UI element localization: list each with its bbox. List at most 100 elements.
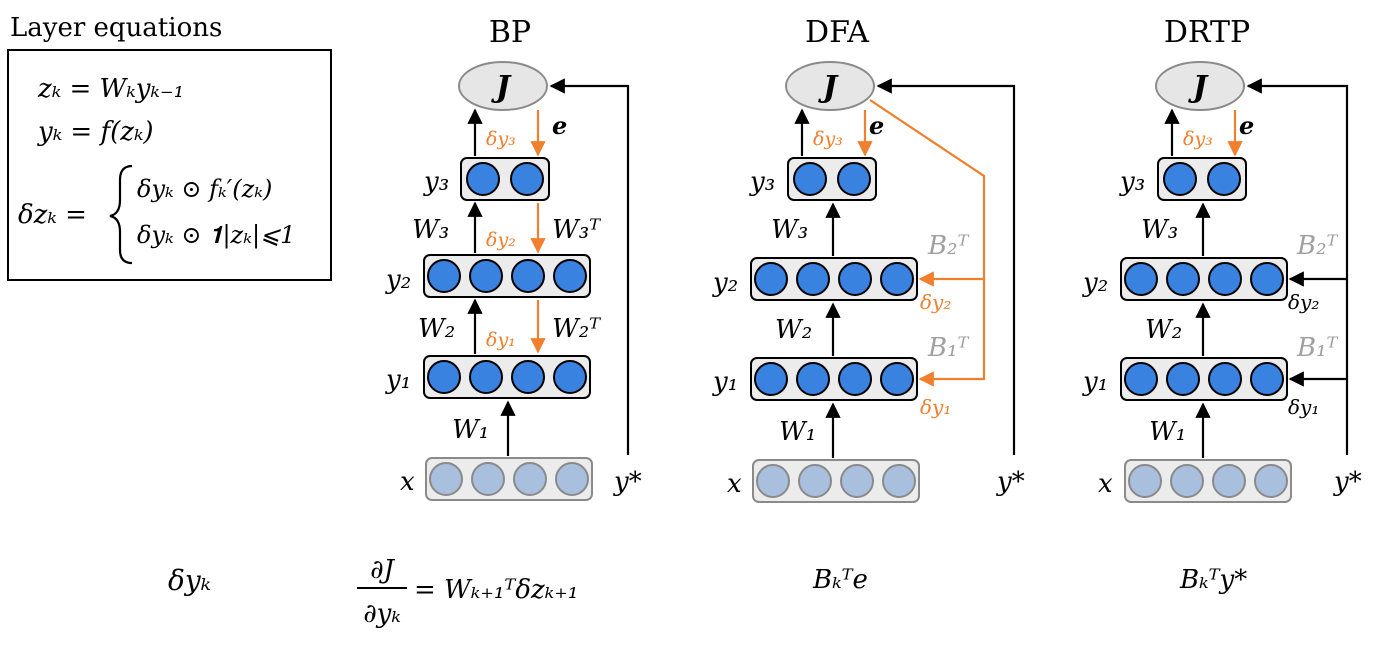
neuron <box>553 360 587 394</box>
dfa-loss-node <box>785 61 875 111</box>
dfa-feedback-path <box>869 99 986 387</box>
bp-label-W3: W₃ <box>412 215 449 245</box>
neuron <box>754 362 788 396</box>
drtp-label-dy3: δy₃ <box>1183 128 1213 150</box>
dfa-label-y1: y₁ <box>712 367 738 397</box>
drtp-layer-y1 <box>1120 357 1288 401</box>
neuron <box>838 362 872 396</box>
bp-label-y2: y₂ <box>385 265 411 295</box>
bp-label-W2: W₂ <box>418 314 455 344</box>
neuron <box>796 362 830 396</box>
dfa-label-B2T: B₂ᵀ <box>927 231 970 261</box>
drtp-title: DRTP <box>1164 15 1250 50</box>
dfa-label-e: e <box>869 111 884 140</box>
drtp-label-W2: W₂ <box>1145 315 1182 345</box>
bp-label-y1: y₁ <box>385 365 411 395</box>
neuron <box>511 360 545 394</box>
input-neuron <box>756 464 790 498</box>
neuron <box>1208 362 1242 396</box>
neuron <box>1250 262 1284 296</box>
legend-eq-dz-case1: δyₖ ⊙ fₖ′(zₖ) <box>137 175 272 203</box>
input-neuron <box>471 462 505 496</box>
bp-layer-y1 <box>423 355 591 399</box>
bp-target-path <box>549 78 630 455</box>
neuron <box>1166 362 1200 396</box>
bp-label-dy3: δy₃ <box>486 128 516 150</box>
dfa-label-ystar: y* <box>996 467 1025 497</box>
dfa-label-x: x <box>727 469 742 499</box>
drtp-layer-x <box>1124 459 1292 503</box>
neuron <box>1208 262 1242 296</box>
input-neuron <box>1128 464 1162 498</box>
input-neuron <box>429 462 463 496</box>
dfa-label-W3: W₃ <box>771 215 808 245</box>
neuron <box>1250 362 1284 396</box>
neuron <box>511 259 545 293</box>
drtp-label-e: e <box>1239 111 1254 140</box>
input-neuron <box>1170 464 1204 498</box>
drtp-loss-label: J <box>1188 70 1209 105</box>
neuron <box>837 162 871 196</box>
dfa-loss-label: J <box>818 70 839 105</box>
neuron <box>838 262 872 296</box>
neuron <box>553 259 587 293</box>
drtp-target-path <box>1246 78 1349 455</box>
neuron <box>793 162 827 196</box>
dfa-label-dy1: δy₁ <box>920 395 951 419</box>
drtp-label-W3: W₃ <box>1141 215 1178 245</box>
input-neuron <box>798 464 832 498</box>
dfa-label-y3: y₃ <box>749 167 775 197</box>
bp-label-W3T: W₃ᵀ <box>552 215 601 245</box>
drtp-label-dy2: δy₂ <box>1288 290 1319 314</box>
bp-loss-node <box>458 61 548 111</box>
row-label-dyk: δyₖ <box>168 564 211 597</box>
drtp-label-dy1: δy₁ <box>1288 395 1319 419</box>
neuron <box>427 360 461 394</box>
legend-box <box>7 49 332 281</box>
bp-title: BP <box>489 15 531 50</box>
bp-layer-y2 <box>423 254 591 298</box>
dfa-layer-x <box>752 459 920 503</box>
bp-label-W1: W₁ <box>452 415 489 445</box>
neuron <box>880 362 914 396</box>
dfa-formula: Bₖᵀe <box>812 565 868 595</box>
dfa-label-dy2: δy₂ <box>920 290 951 314</box>
drtp-label-B2T: B₂ᵀ <box>1296 231 1339 261</box>
legend-brace <box>109 164 133 265</box>
drtp-label-y3: y₃ <box>1119 167 1145 197</box>
neuron <box>1166 262 1200 296</box>
drtp-label-y2: y₂ <box>1082 268 1108 298</box>
dfa-layer-y2 <box>750 257 918 301</box>
neuron <box>510 162 544 196</box>
dfa-target-path <box>876 78 1016 455</box>
neuron <box>469 360 503 394</box>
drtp-label-ystar: y* <box>1333 467 1362 497</box>
neuron <box>1124 362 1158 396</box>
bp-label-dy2: δy₂ <box>486 229 516 251</box>
legend-eq-dz-case2: δyₖ ⊙ 𝟏|zₖ|⩽1 <box>137 221 295 250</box>
input-neuron <box>1212 464 1246 498</box>
dfa-label-dy3: δy₃ <box>813 128 843 150</box>
dfa-label-W1: W₁ <box>779 417 816 447</box>
bp-label-dy1: δy₁ <box>486 329 516 351</box>
bp-label-x: x <box>400 467 415 497</box>
bp-formula-num: ∂J <box>370 555 395 585</box>
input-neuron <box>513 462 547 496</box>
drtp-label-B1T: B₁ᵀ <box>1296 333 1339 363</box>
bp-label-ystar: y* <box>613 467 642 497</box>
drtp-loss-node <box>1155 61 1245 111</box>
bp-label-W2T: W₂ᵀ <box>552 314 601 344</box>
neuron <box>1163 162 1197 196</box>
legend-eq-z: zₖ = Wₖyₖ₋₁ <box>37 74 184 104</box>
drtp-label-y1: y₁ <box>1082 367 1108 397</box>
drtp-column: DRTP J e δy₃ y₃ y₂ y₁ x W <box>1082 15 1362 595</box>
dfa-label-W2: W₂ <box>775 315 812 345</box>
input-neuron <box>1254 464 1288 498</box>
neuron <box>1124 262 1158 296</box>
input-neuron <box>555 462 589 496</box>
legend-eq-dz-lhs: δzₖ = <box>18 200 87 230</box>
bp-formula-den: ∂yₖ <box>363 599 401 629</box>
legend-eq-y: yₖ = f(zₖ) <box>37 117 154 147</box>
bp-column: BP J e δy₃ <box>357 15 642 629</box>
